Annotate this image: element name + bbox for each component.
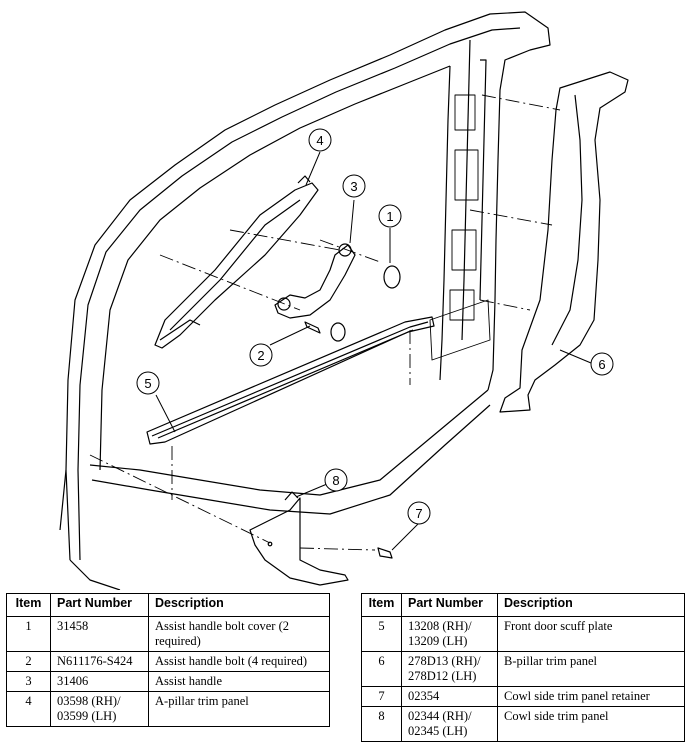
assist-handle <box>274 243 356 319</box>
table-row: 2 N611176-S424 Assist handle bolt (4 req… <box>6 651 330 672</box>
callout-6: 6 <box>590 352 614 376</box>
part-number-cell: 02344 (RH)/ 02345 (LH) <box>401 706 498 742</box>
table-row: 5 13208 (RH)/ 13209 (LH) Front door scuf… <box>361 616 685 652</box>
svg-text:3: 3 <box>350 179 357 194</box>
header-description: Description <box>148 593 330 617</box>
part-number-cell: N611176-S424 <box>50 651 149 672</box>
callout-2: 2 <box>249 343 273 367</box>
item-cell: 4 <box>6 691 51 727</box>
part-number-cell: 13208 (RH)/ 13209 (LH) <box>401 616 498 652</box>
table-header-row: Item Part Number Description <box>361 593 685 617</box>
description-cell: Assist handle <box>148 671 330 692</box>
item-cell: 8 <box>361 706 402 742</box>
alignment-dashed-lines <box>89 94 561 551</box>
svg-text:6: 6 <box>598 357 605 372</box>
part-number-cell: 03598 (RH)/ 03599 (LH) <box>50 691 149 727</box>
header-part-number: Part Number <box>50 593 149 617</box>
table-row: 7 02354 Cowl side trim panel retainer <box>361 686 685 707</box>
cowl-side-trim-panel-retainer <box>377 547 393 559</box>
item-cell: 1 <box>6 616 51 652</box>
header-item: Item <box>361 593 402 617</box>
callout-1: 1 <box>378 204 402 228</box>
description-cell: Front door scuff plate <box>497 616 685 652</box>
description-cell: Assist handle bolt cover (2 required) <box>148 616 330 652</box>
item-cell: 2 <box>6 651 51 672</box>
assist-handle-bolt <box>304 321 321 334</box>
svg-text:2: 2 <box>257 348 264 363</box>
part-number-cell: 02354 <box>401 686 498 707</box>
header-item: Item <box>6 593 51 617</box>
description-cell: Assist handle bolt (4 required) <box>148 651 330 672</box>
part-number-cell: 278D13 (RH)/ 278D12 (LH) <box>401 651 498 687</box>
front-door-scuff-plate <box>146 316 435 445</box>
exploded-view-diagram: 1 2 3 4 5 6 7 8 <box>59 11 629 590</box>
description-cell: Cowl side trim panel retainer <box>497 686 685 707</box>
table-row: 4 03598 (RH)/ 03599 (LH) A-pillar trim p… <box>6 691 330 727</box>
description-cell: Cowl side trim panel <box>497 706 685 742</box>
item-cell: 7 <box>361 686 402 707</box>
item-cell: 3 <box>6 671 51 692</box>
assist-handle-bolt-cover <box>330 265 401 342</box>
table-row: 3 31406 Assist handle <box>6 671 330 692</box>
table-header-row: Item Part Number Description <box>6 593 330 617</box>
parts-table-left: Item Part Number Description 1 31458 Ass… <box>6 593 330 727</box>
part-number-cell: 31458 <box>50 616 149 652</box>
header-part-number: Part Number <box>401 593 498 617</box>
description-cell: B-pillar trim panel <box>497 651 685 687</box>
callout-8: 8 <box>324 468 348 492</box>
description-cell: A-pillar trim panel <box>148 691 330 727</box>
callout-4: 4 <box>308 128 332 152</box>
callout-7: 7 <box>407 501 431 525</box>
b-pillar-trim-panel <box>499 71 629 413</box>
svg-text:8: 8 <box>332 473 339 488</box>
callout-3: 3 <box>342 174 366 198</box>
item-cell: 6 <box>361 651 402 687</box>
svg-text:4: 4 <box>316 133 323 148</box>
parts-table-right: Item Part Number Description 5 13208 (RH… <box>361 593 685 742</box>
b-pillar-frame-detail <box>429 94 491 361</box>
callout-5: 5 <box>136 371 160 395</box>
svg-text:7: 7 <box>415 506 422 521</box>
cowl-side-trim-panel <box>249 491 349 586</box>
table-row: 6 278D13 (RH)/ 278D12 (LH) B-pillar trim… <box>361 651 685 687</box>
svg-text:5: 5 <box>144 376 151 391</box>
table-row: 8 02344 (RH)/ 02345 (LH) Cowl side trim … <box>361 706 685 742</box>
door-frame-outline <box>59 11 551 590</box>
svg-text:1: 1 <box>386 209 393 224</box>
a-pillar-trim-panel <box>154 175 319 349</box>
item-cell: 5 <box>361 616 402 652</box>
table-row: 1 31458 Assist handle bolt cover (2 requ… <box>6 616 330 652</box>
header-description: Description <box>497 593 685 617</box>
part-number-cell: 31406 <box>50 671 149 692</box>
